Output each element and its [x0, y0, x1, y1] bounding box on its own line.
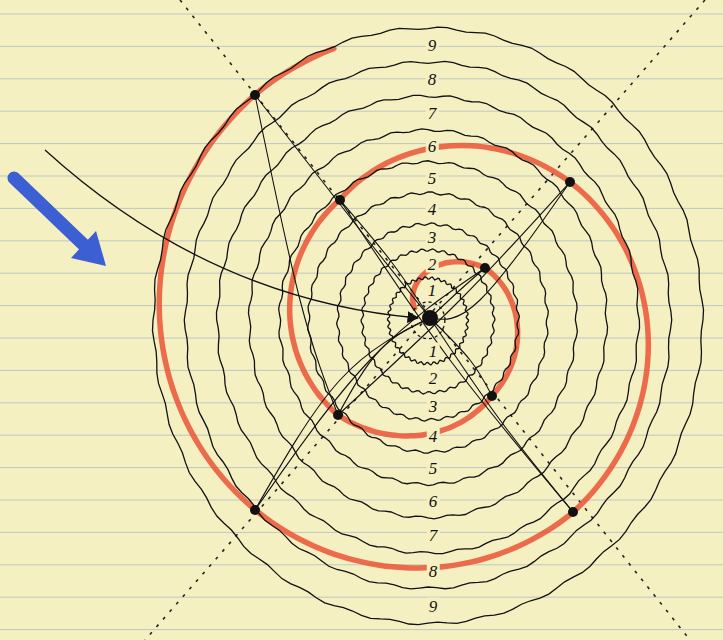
ring: [216, 95, 639, 553]
ruled-line: [0, 273, 723, 274]
ruled-line: [0, 208, 723, 209]
red-spiral-line: [159, 48, 648, 568]
connecting-line: [338, 318, 430, 415]
connecting-line: [255, 318, 430, 510]
ruled-line: [0, 46, 723, 47]
ruled-line: [0, 14, 723, 15]
ring: [308, 192, 549, 453]
ring: [248, 129, 607, 519]
connecting-line: [430, 182, 570, 319]
incoming-curve: [45, 150, 418, 318]
ring-number: 5: [426, 169, 439, 186]
ruled-line: [0, 338, 723, 339]
ring-number: 7: [427, 527, 440, 544]
connecting-line: [255, 95, 430, 318]
connecting-line: [430, 318, 492, 396]
ruled-line: [0, 435, 723, 436]
ring-number: 9: [426, 37, 439, 54]
dot: [480, 263, 490, 273]
connecting-line: [430, 318, 573, 512]
ring-number: 7: [426, 105, 439, 122]
ring-number: 6: [426, 138, 439, 155]
blue-arrow-head: [71, 231, 106, 266]
dot: [333, 410, 343, 420]
connecting-line: [430, 268, 485, 318]
ruled-line: [0, 532, 723, 533]
connecting-line: [255, 268, 485, 510]
ruled-line: [0, 402, 723, 403]
ruled-line: [0, 370, 723, 371]
dot: [250, 505, 260, 515]
blue-arrow-shaft: [14, 178, 86, 247]
ring-number: 1: [426, 282, 439, 299]
ruled-line: [0, 500, 723, 501]
ruled-line: [0, 240, 723, 241]
ruled-lines: [0, 14, 723, 630]
dot: [565, 177, 575, 187]
dotted-axis: [145, 0, 705, 640]
ruled-line: [0, 111, 723, 112]
ring-number: 4: [427, 427, 440, 444]
ruled-line: [0, 305, 723, 306]
ring-number: 1: [427, 343, 440, 360]
connecting-line: [255, 95, 338, 415]
ruled-line: [0, 597, 723, 598]
ring-number: 2: [427, 370, 440, 387]
connecting-line: [340, 200, 430, 318]
connecting-line: [340, 200, 573, 512]
red-spiral: [159, 48, 648, 568]
ring-number: 3: [427, 398, 440, 415]
ring-number: 4: [426, 200, 439, 217]
dot: [250, 90, 260, 100]
ring: [152, 27, 703, 624]
wavy-rings: [152, 27, 703, 624]
ring-number: 9: [427, 598, 440, 615]
dot: [422, 310, 438, 326]
ring: [184, 61, 671, 589]
spiral-dots: [250, 90, 578, 517]
ring-number: 8: [426, 71, 439, 88]
dot: [335, 195, 345, 205]
connecting-line: [338, 182, 570, 415]
dot: [568, 507, 578, 517]
ring: [387, 277, 468, 365]
ring: [361, 249, 495, 394]
ruled-line: [0, 78, 723, 79]
ring-number: 8: [427, 562, 440, 579]
dot: [487, 391, 497, 401]
ring-number: 5: [427, 460, 440, 477]
connecting-lines: [255, 95, 573, 512]
ring-number: 3: [426, 229, 439, 246]
ruled-line: [0, 629, 723, 630]
ring-number: 6: [427, 492, 440, 509]
ring-number: 2: [426, 256, 439, 273]
ring: [279, 161, 578, 486]
